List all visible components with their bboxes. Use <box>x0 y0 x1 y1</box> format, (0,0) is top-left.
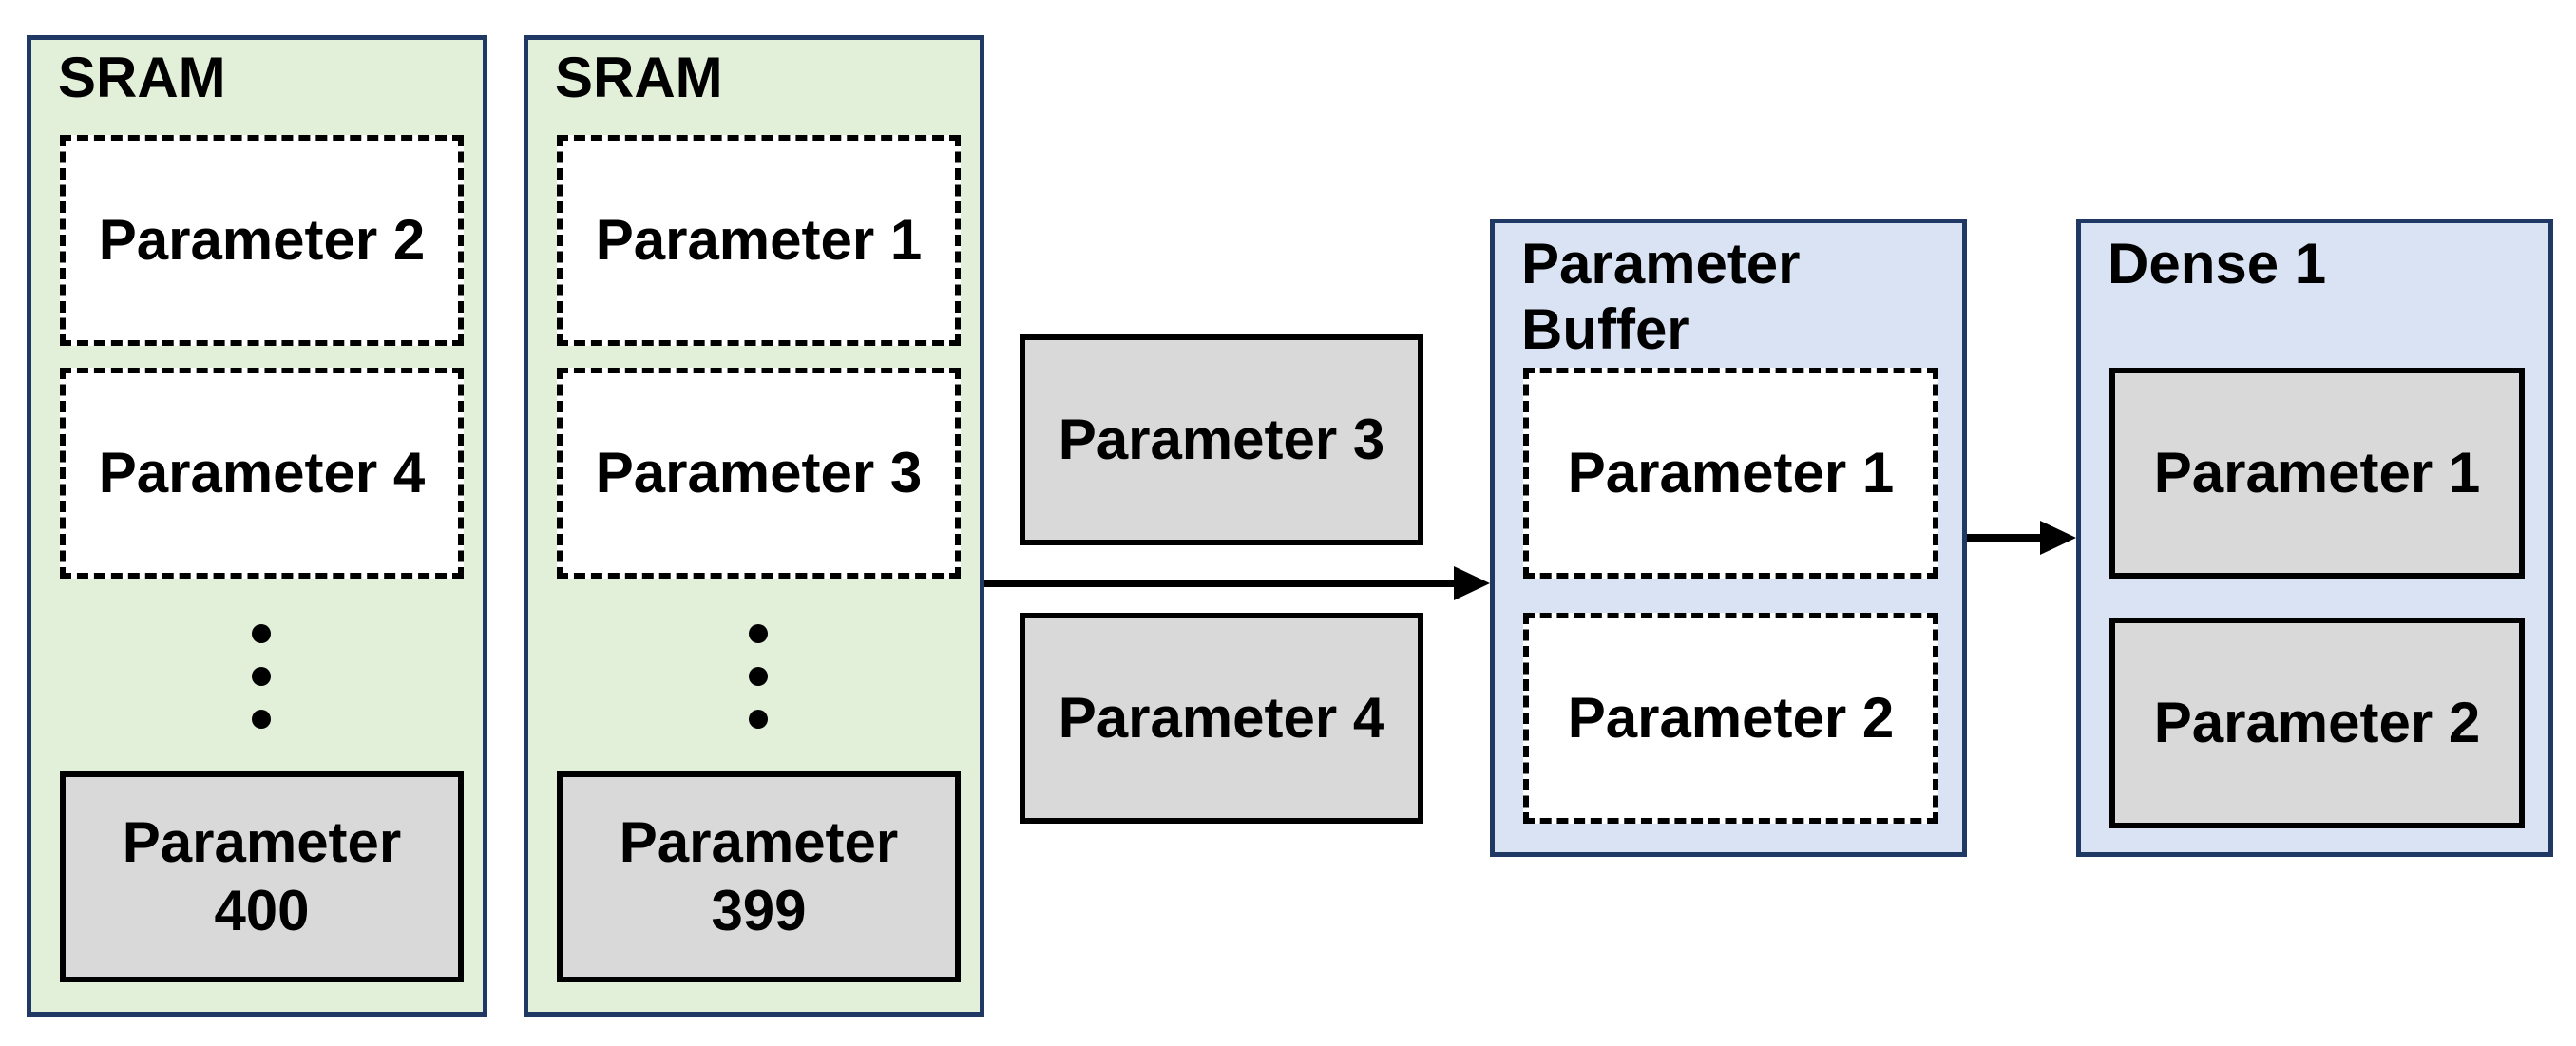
sram-right-slot-2: Parameter 3 <box>557 368 961 579</box>
transit-parameter-1: Parameter 3 <box>1020 334 1423 545</box>
sram-right-panel: SRAM Parameter 1 Parameter 3 Parameter 3… <box>524 35 984 1017</box>
dense-title: Dense 1 <box>2108 232 2327 295</box>
parameter-buffer-panel: Parameter Buffer Parameter 1 Parameter 2 <box>1490 219 1967 857</box>
dense-parameter-1: Parameter 1 <box>2109 368 2525 579</box>
sram-right-slot-1: Parameter 1 <box>557 135 961 346</box>
sram-right-last-parameter: Parameter 399 <box>557 771 961 982</box>
sram-right-title: SRAM <box>555 46 723 109</box>
sram-right-ellipsis <box>749 624 768 752</box>
buffer-slot-2: Parameter 2 <box>1523 613 1938 824</box>
sram-left-slot-1: Parameter 2 <box>60 135 464 346</box>
sram-left-panel: SRAM Parameter 2 Parameter 4 Parameter 4… <box>27 35 487 1017</box>
arrow-buffer-to-dense <box>1967 521 2076 555</box>
buffer-slot-1: Parameter 1 <box>1523 368 1938 579</box>
arrow-sram-to-buffer <box>984 566 1490 600</box>
parameter-buffer-title: Parameter Buffer <box>1521 232 1801 361</box>
dense-panel: Dense 1 Parameter 1 Parameter 2 <box>2076 219 2553 857</box>
transit-parameter-2: Parameter 4 <box>1020 613 1423 824</box>
sram-left-slot-2: Parameter 4 <box>60 368 464 579</box>
dense-parameter-2: Parameter 2 <box>2109 618 2525 828</box>
sram-left-last-parameter: Parameter 400 <box>60 771 464 982</box>
sram-left-title: SRAM <box>58 46 226 109</box>
sram-left-ellipsis <box>252 624 271 752</box>
